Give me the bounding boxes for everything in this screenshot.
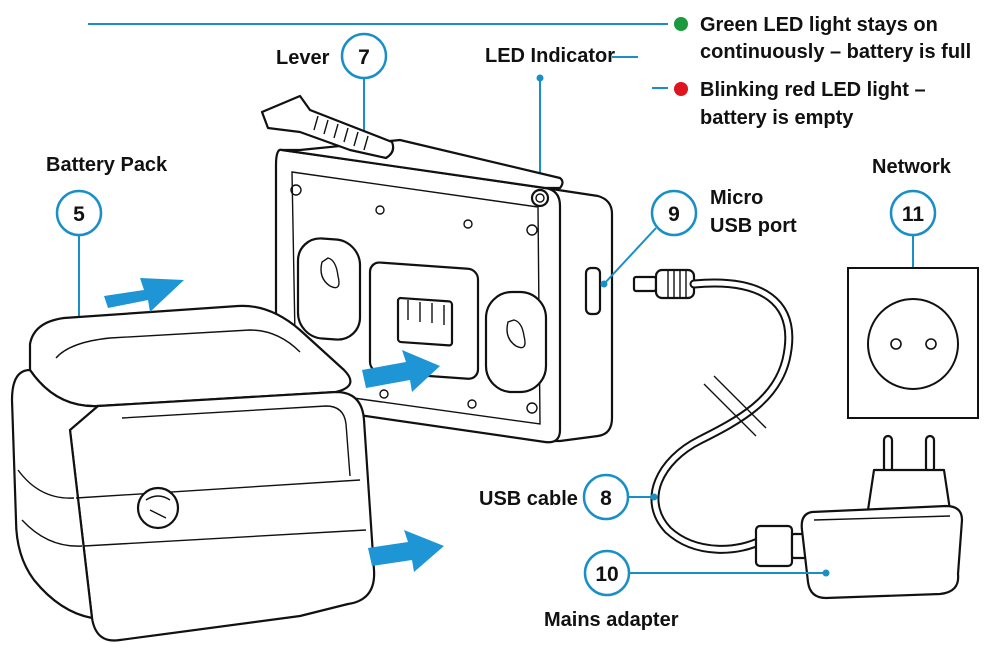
- battery-mid-line: [17, 469, 361, 499]
- micro-plug-tip: [632, 275, 658, 293]
- callout-number-8: 8: [600, 487, 612, 510]
- terminal-pins: [407, 300, 445, 325]
- callout-number-9: 9: [668, 203, 680, 226]
- micro-usb-callout: 9 Micro USB port: [600, 187, 797, 288]
- micro-usb-label-line2: USB port: [710, 215, 797, 237]
- socket-face: [867, 298, 959, 390]
- battery-low-line: [21, 519, 367, 547]
- lever: [260, 94, 395, 160]
- adapter-body-edge: [813, 515, 951, 521]
- battery-logo: [136, 486, 180, 530]
- adapter-prong-left: [882, 434, 894, 474]
- adapter-prong-right: [924, 434, 936, 474]
- usb-cable-callout: USB cable 8: [479, 473, 658, 521]
- green-led-text-line1: Green LED light stays on: [700, 14, 938, 36]
- micro-usb-leader: [603, 227, 657, 285]
- led-light: [530, 188, 550, 208]
- slot-left: [296, 237, 362, 341]
- led-legend-bracket: [88, 23, 668, 89]
- battery-pack: [10, 304, 376, 642]
- network-label: Network: [872, 156, 952, 178]
- battery-top-bevel: [55, 329, 301, 359]
- callout-number-11: 11: [902, 203, 925, 226]
- lever-label: Lever: [276, 47, 330, 69]
- usb-cable-label: USB cable: [479, 488, 578, 510]
- charger-top-ridge: [280, 138, 564, 190]
- adapter-plug-head: [866, 468, 952, 512]
- mains-adapter-leader-dot: [822, 569, 830, 577]
- callout-circle-9: [650, 189, 698, 237]
- micro-usb-port: [584, 266, 602, 316]
- callout-number-10: 10: [595, 563, 618, 586]
- slot-left-contact: [320, 257, 340, 289]
- usb-cable: [632, 268, 812, 568]
- battery-pack-callout: Battery Pack 5: [46, 154, 168, 328]
- red-led-text-line1: Blinking red LED light –: [700, 79, 926, 101]
- slot-right-contact: [506, 319, 526, 349]
- socket-hole-right: [925, 338, 937, 350]
- led-indicator-label: LED Indicator: [485, 45, 615, 67]
- led-legend: Green LED light stays on continuously – …: [88, 14, 971, 129]
- micro-plug-body: [654, 268, 696, 300]
- insert-arrow-battery-bottom: [368, 530, 444, 572]
- mains-adapter-callout: 10 Mains adapter: [544, 549, 830, 631]
- usb-cable-leader-dot: [650, 493, 658, 501]
- cable-line-inner: [652, 280, 792, 552]
- green-led-text-line2: continuously – battery is full: [700, 41, 971, 63]
- led-indicator-leader-dot: [536, 74, 544, 82]
- battery-side: [10, 368, 100, 620]
- cable-break-marks: [703, 375, 767, 437]
- lever-ribs: [313, 115, 369, 151]
- cable-line: [650, 278, 794, 554]
- green-led-dot: [674, 17, 688, 31]
- micro-usb-leader-dot: [600, 280, 608, 288]
- terminal-block: [396, 296, 454, 347]
- lever-callout: Lever 7: [276, 32, 388, 140]
- slot-right: [484, 290, 548, 394]
- micro-plug-ribs: [667, 270, 687, 298]
- mains-adapter-label: Mains adapter: [544, 609, 679, 631]
- insert-arrow-battery-top: [104, 278, 184, 312]
- battery-pack-label: Battery Pack: [46, 154, 168, 176]
- led-light-inner: [535, 193, 545, 203]
- socket-hole-left: [890, 338, 902, 350]
- charger-side: [543, 186, 614, 443]
- red-led-text-line2: battery is empty: [700, 107, 854, 129]
- mains-adapter: [800, 434, 964, 600]
- battery-front-panel: [121, 405, 351, 477]
- callout-number-7: 7: [358, 46, 370, 69]
- micro-usb-label-line1: Micro: [710, 187, 763, 209]
- battery-front: [68, 390, 376, 642]
- battery-logo-mark: [145, 495, 171, 519]
- red-led-dot: [674, 82, 688, 96]
- usb-a-plug: [754, 524, 794, 568]
- insert-arrow-charger: [362, 350, 440, 392]
- charger-face-inner: [291, 171, 541, 425]
- led-indicator-callout: LED Indicator: [485, 45, 615, 190]
- wall-socket: [847, 267, 979, 419]
- charger-device: [260, 94, 614, 444]
- adapter-body: [800, 504, 964, 600]
- callout-number-5: 5: [73, 203, 85, 226]
